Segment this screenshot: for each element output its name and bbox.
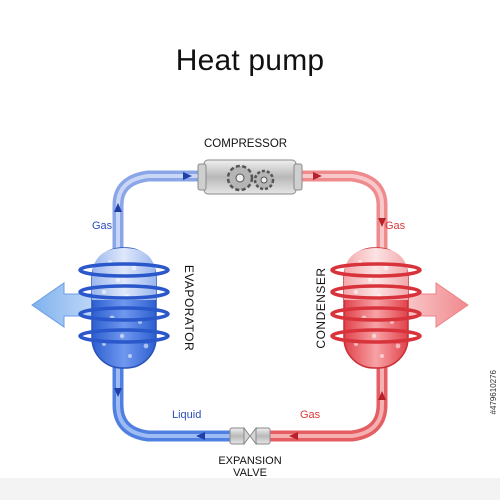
gear-icon <box>226 164 254 192</box>
evaporator-tank-icon <box>78 247 170 369</box>
gas-label-valve: Gas <box>300 409 321 421</box>
page-title: Heat pump <box>175 44 325 77</box>
expansion-valve-label-line1: EXPANSION <box>218 455 282 467</box>
expansion-valve-icon <box>229 426 271 446</box>
refrigerant-pipe-loop <box>112 170 388 442</box>
flow-arrows <box>114 172 205 440</box>
stock-id-watermark: #479610276 <box>489 370 498 415</box>
expansion-valve-label-line2: VALVE <box>233 467 267 479</box>
gas-label-condenser: Gas <box>385 220 406 232</box>
evaporator-label: EVAPORATOR <box>182 264 196 352</box>
flow-arrow-top-right <box>313 172 322 180</box>
expansion-valve-label: EXPANSION VALVE <box>200 455 300 479</box>
flow-arrow-right-down <box>378 218 386 227</box>
liquid-label: Liquid <box>172 409 202 421</box>
flow-arrow-left-up <box>114 203 122 212</box>
compressor-label: COMPRESSOR <box>204 138 288 150</box>
flow-arrow-bottom-left <box>196 432 205 440</box>
compressor-icon <box>197 159 303 195</box>
condenser-label: CONDENSER <box>314 267 328 349</box>
flow-arrow-right-up <box>378 391 386 400</box>
gear-icon <box>253 169 275 191</box>
flow-arrow-top-left <box>183 172 192 180</box>
flow-arrow-bottom-right <box>289 432 298 440</box>
flow-arrow-left-down <box>114 388 122 397</box>
condenser-tank-icon <box>330 247 422 369</box>
stock-footer-bar <box>0 478 500 500</box>
gas-label-evaporator: Gas <box>92 220 113 232</box>
